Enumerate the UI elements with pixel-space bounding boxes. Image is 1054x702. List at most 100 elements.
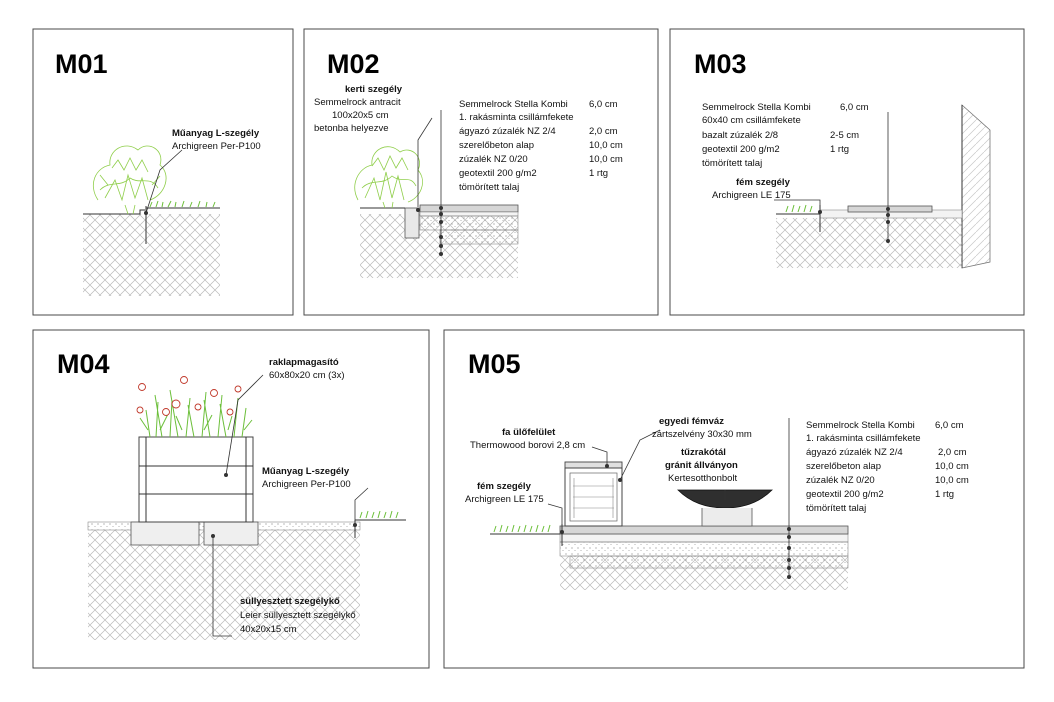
layer-name: zúzalék NZ 0/20 (806, 475, 875, 486)
paver-layer (419, 204, 519, 213)
plants-icon (136, 376, 253, 438)
grass-icon (785, 204, 813, 213)
layer-name: szerelőbeton alap (806, 461, 881, 472)
edge-label-line2: Archigreen LE 175 (465, 494, 544, 505)
curb-dot (416, 208, 420, 212)
layer-name: tömörített talaj (806, 503, 866, 514)
layer-value: 1 rtg (830, 144, 849, 155)
layer-value: 10,0 cm (935, 475, 969, 486)
curb-leader (417, 117, 433, 207)
frame-leader (619, 429, 661, 481)
soil-hatch (88, 530, 360, 640)
curb-stone-right (203, 521, 259, 546)
layer-name: tömörített talaj (459, 182, 519, 193)
panel-m02-title: M02 (327, 49, 380, 79)
layer-name: zúzalék NZ 0/20 (459, 154, 528, 165)
layer-list: Semmelrock Stella Kombi 6,0 cm 1. rakásm… (459, 99, 623, 193)
layer-value: 10,0 cm (589, 154, 623, 165)
grass-icon (493, 524, 551, 533)
layer-name: geotextil 200 g/m2 (702, 144, 780, 155)
seat-leader (591, 446, 608, 466)
grass-icon (149, 200, 216, 208)
garden-curb (404, 207, 420, 239)
bedding-layer (559, 533, 849, 543)
curb-label-line3: 40x20x15 cm (240, 624, 297, 635)
layer-list: Semmelrock Stella Kombi 6,0 cm 60x40 cm … (702, 102, 869, 169)
layer-name: ágyazó zúzalék NZ 2/4 (459, 126, 556, 137)
gravel-layer (569, 555, 849, 569)
edge-leader (774, 199, 821, 212)
layer-value: 6,0 cm (840, 102, 869, 113)
edge-label-line2: Archigreen LE 175 (712, 190, 791, 201)
edge-leader (547, 503, 563, 532)
frame-dot (618, 478, 622, 482)
curb-label-line2: Semmelrock antracit (314, 97, 401, 108)
frame-label-line1: egyedi fémváz (659, 416, 724, 427)
pallet-planter (138, 436, 254, 523)
panel-m05: M05 (443, 329, 1025, 669)
soil-hatch (776, 218, 962, 268)
layer-value: 6,0 cm (935, 420, 964, 431)
edge-dot (560, 530, 564, 534)
layer-value: 1 rtg (935, 489, 954, 500)
layer-name: 60x40 cm csillámfekete (702, 115, 801, 126)
edge-leader (354, 487, 369, 525)
bush-icon (93, 145, 167, 215)
panel-m01-title: M01 (55, 49, 108, 79)
firepit-label-line2: gránit állványon (665, 460, 738, 471)
edge-label-line2: Archigreen Per-P100 (262, 479, 351, 490)
pallet-inner-lines (145, 437, 247, 522)
panel-m03-title: M03 (694, 49, 747, 79)
layer-name: Semmelrock Stella Kombi (806, 420, 915, 431)
gravel-layer (439, 229, 519, 245)
concrete-layer (419, 215, 519, 231)
layer-value: 6,0 cm (589, 99, 618, 110)
edge-dot (353, 523, 357, 527)
layer-value: 2-5 cm (830, 130, 859, 141)
edge-label-line1: fém szegély (736, 177, 791, 188)
panel-m02: M02 kerti szegély Semmelr (303, 28, 659, 316)
planter-dot (224, 473, 228, 477)
panel-m01: M01 Műanyag L-szegély Archigreen Per-P10… (32, 28, 294, 316)
concrete-layer (559, 541, 849, 557)
seat-dot (605, 464, 609, 468)
bench-icon (564, 461, 623, 527)
curb-label-line1: kerti szegély (345, 84, 403, 95)
paver-layer (559, 525, 849, 535)
layer-value: 2,0 cm (589, 126, 618, 137)
layer-name: bazalt zúzalék 2/8 (702, 130, 778, 141)
wall-hatch (961, 104, 991, 269)
layer-name: ágyazó zúzalék NZ 2/4 (806, 447, 903, 458)
leader-dot (144, 211, 148, 215)
edge-dot (818, 210, 822, 214)
curb-leader (212, 536, 232, 637)
edge-label-line1: Műanyag L-szegély (172, 128, 260, 139)
layer-dots (886, 207, 890, 243)
layer-value: 2,0 cm (938, 447, 967, 458)
bush-icon (354, 146, 423, 209)
edge-label-line1: fém szegély (477, 481, 532, 492)
panel-m04-title: M04 (57, 349, 110, 379)
layer-name: szerelőbeton alap (459, 140, 534, 151)
layer-dots (787, 527, 791, 579)
curb-dot (211, 534, 215, 538)
layer-dots (439, 206, 443, 256)
planter-leader (225, 374, 264, 476)
layer-name: geotextil 200 g/m2 (806, 489, 884, 500)
panel-m03: M03 Semmelrock Stella Kombi 6,0 cm 60x40… (669, 28, 1025, 316)
panel-m04: M04 rakla (32, 329, 430, 669)
layer-name: 1. rakásminta csillámfekete (806, 433, 921, 444)
firepit-label-line3: Kertesotthonbolt (668, 473, 738, 484)
curb-label-line4: betonba helyezve (314, 123, 388, 134)
layer-name: 1. rakásminta csillámfekete (459, 112, 574, 123)
layer-value: 10,0 cm (935, 461, 969, 472)
soil-hatch (83, 214, 220, 296)
curb-label-line1: süllyesztett szegélykő (240, 596, 340, 607)
curb-label-line2: Leier süllyesztett szegélykő (240, 610, 356, 621)
planter-label-line1: raklapmagasító (269, 357, 339, 368)
layer-name: Semmelrock Stella Kombi (702, 102, 811, 113)
curb-stone-left (130, 521, 200, 546)
ground-line (83, 209, 145, 215)
layer-name: Semmelrock Stella Kombi (459, 99, 568, 110)
